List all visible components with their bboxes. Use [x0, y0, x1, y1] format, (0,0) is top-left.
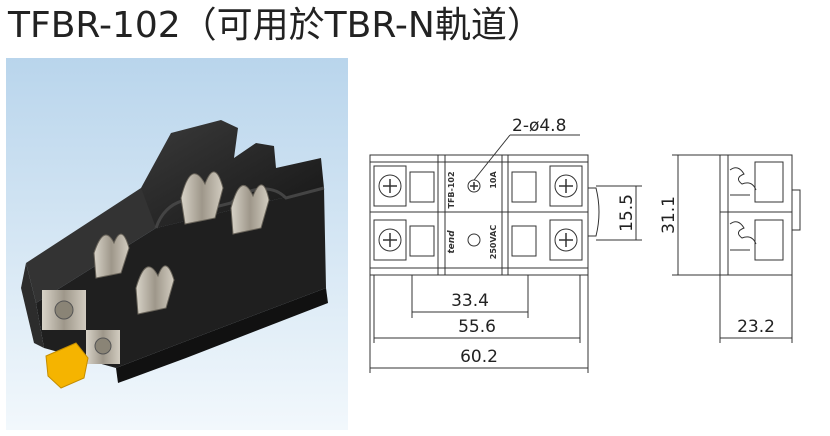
dim-33-4: 33.4 [451, 291, 489, 311]
marking-brand: tend [447, 230, 457, 254]
front-view-outline [369, 154, 589, 276]
mount-tab [588, 187, 600, 237]
fuse-clip [135, 265, 175, 315]
technical-drawing: TFB-102 10A tend 250VAC 2-ø4.8 33.4 55.6… [369, 116, 801, 373]
fuse-clip [230, 184, 270, 235]
dim-23-2: 23.2 [737, 317, 775, 337]
din-rail-clip [45, 342, 89, 389]
mounting-hole [467, 233, 481, 247]
product-photo [6, 58, 348, 430]
housing-base [116, 288, 328, 383]
dim-31-1: 31.1 [659, 196, 679, 234]
screw-icon [94, 337, 112, 355]
marking-model: TFB-102 [447, 171, 456, 208]
marking-voltage: 250VAC [489, 225, 498, 260]
fuse-clip [180, 171, 224, 225]
dim-15-5: 15.5 [617, 194, 637, 232]
saddle-edge [154, 186, 325, 229]
page-title: TFBR-102（可用於TBR-N軌道） [8, 5, 543, 46]
dim-60-2: 60.2 [460, 347, 498, 367]
dim-hole-spec: 2-ø4.8 [512, 116, 566, 136]
screw-icon [54, 300, 74, 320]
housing-side [21, 263, 44, 348]
marking-current: 10A [489, 171, 498, 189]
fuse-clip [93, 233, 130, 279]
housing-front [36, 188, 326, 368]
dim-55-6: 55.6 [458, 317, 496, 337]
side-view-outline [719, 154, 793, 276]
